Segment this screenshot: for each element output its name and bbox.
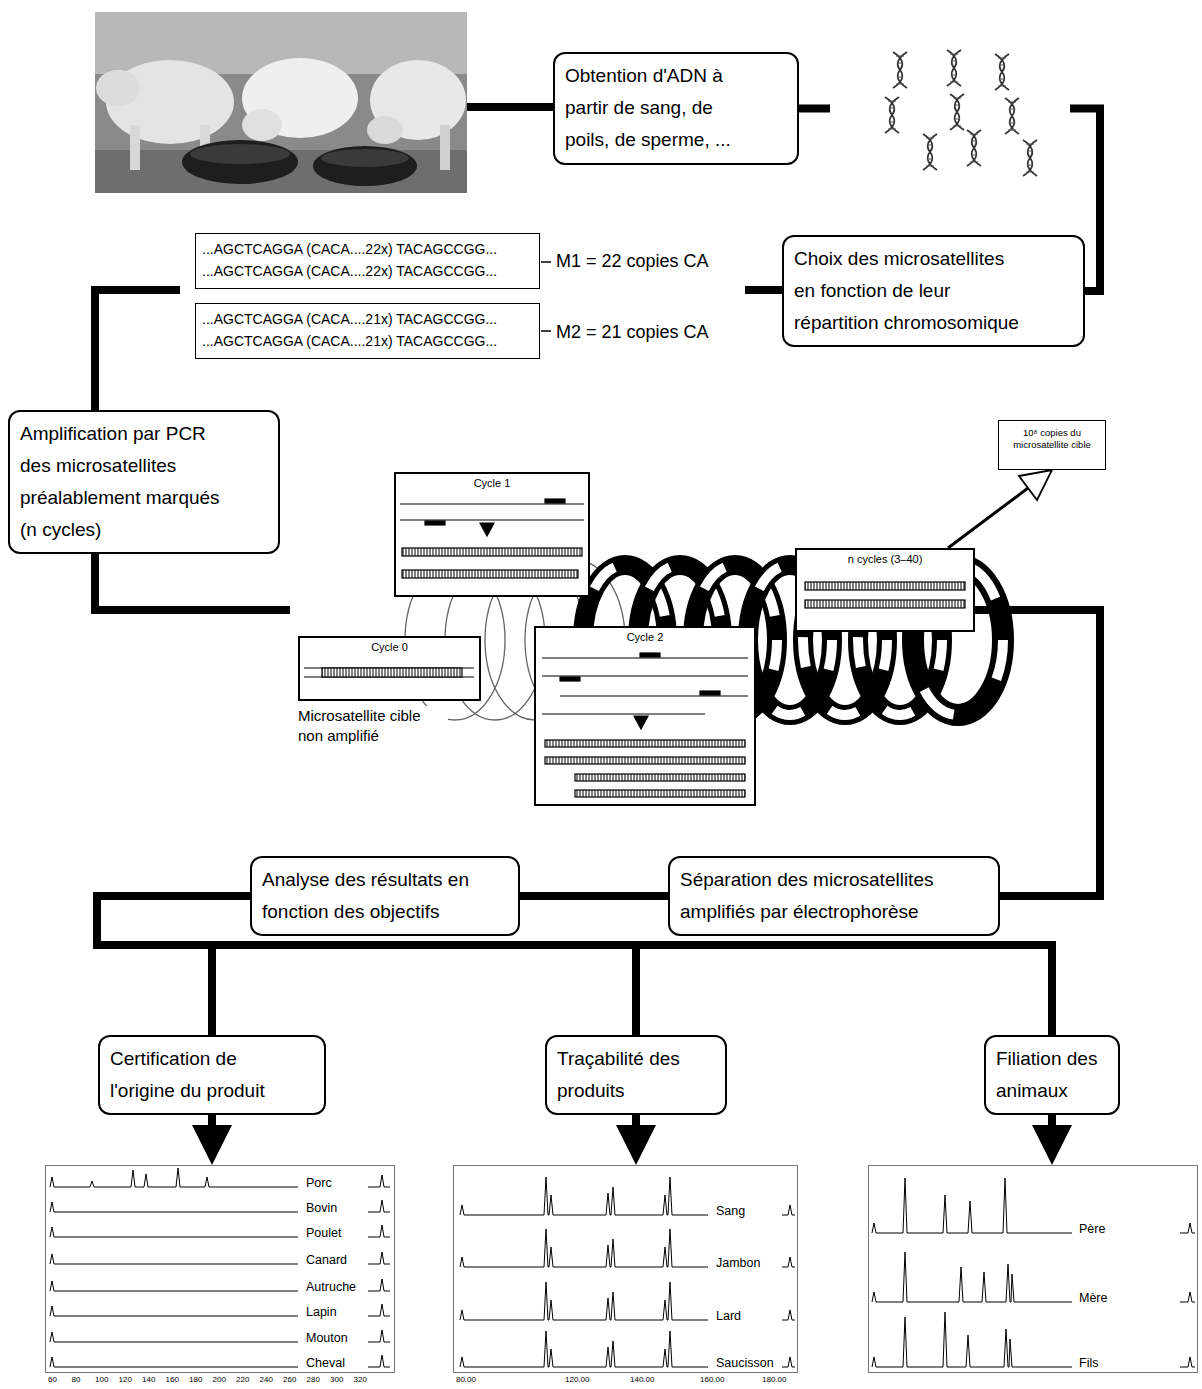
box-text: 10⁸ copies du microsatellite cible	[1003, 427, 1101, 451]
axis-tick: 180	[189, 1375, 202, 1385]
trace-label: Lard	[714, 1309, 743, 1324]
connector	[520, 892, 668, 900]
trace-label: Fils	[1077, 1356, 1100, 1371]
sequence-text: ...AGCTCAGGA (CACA....22x) TACAGCCGG...	[202, 260, 533, 282]
trace-label: Porc	[304, 1176, 334, 1191]
process-box: Filiation des animaux	[984, 1035, 1120, 1115]
chart-panel: PorcBovinPouletCanardAutrucheLapinMouton…	[45, 1165, 395, 1373]
axis-tick: 120.00	[565, 1375, 589, 1385]
box-text: Choix des microsatellites en fonction de…	[794, 243, 1028, 339]
cycle-box: n cycles (3–40)	[795, 548, 975, 632]
box-text: Amplification par PCR des microsatellite…	[20, 418, 230, 546]
trace-label: Cheval	[304, 1356, 347, 1371]
axis-tick: 240	[260, 1375, 273, 1385]
trace-label: Bovin	[304, 1201, 339, 1216]
trace-label: Saucisson	[714, 1356, 776, 1371]
connector	[975, 610, 1100, 896]
process-box: Analyse des résultats en fonction des ob…	[250, 856, 520, 936]
sequence-box: ...AGCTCAGGA (CACA....21x) TACAGCCGG....…	[195, 303, 540, 359]
axis-tick: 140	[142, 1375, 155, 1385]
axis-tick: 200	[213, 1375, 226, 1385]
connector	[948, 484, 1033, 548]
box-text: Traçabilité des produits	[557, 1043, 715, 1107]
axis-tick: 280	[307, 1375, 320, 1385]
axis-tick: 160.00	[700, 1375, 724, 1385]
allele-label: M1 = 22 copies CA	[556, 250, 709, 272]
connector	[632, 1115, 640, 1141]
dna-helix	[885, 50, 1037, 176]
cycle-title: Cycle 0	[304, 640, 475, 654]
axis-tick: 80.00	[456, 1375, 476, 1385]
connector	[1048, 1115, 1056, 1141]
cycle-box: Cycle 2	[534, 626, 756, 806]
box-text: Filiation des animaux	[996, 1043, 1108, 1107]
connector	[208, 1115, 216, 1141]
box-text: Analyse des résultats en fonction des ob…	[262, 864, 508, 928]
box-text: Séparation des microsatellites amplifiés…	[680, 864, 988, 928]
trace-label: Canard	[304, 1253, 349, 1268]
sequence-text: ...AGCTCAGGA (CACA....22x) TACAGCCGG...	[202, 238, 533, 260]
process-box: Certification de l'origine du produit	[98, 1035, 326, 1115]
trace-label: Sang	[714, 1204, 747, 1219]
sequence-text: ...AGCTCAGGA (CACA....21x) TACAGCCGG...	[202, 308, 533, 330]
cycle-box: Cycle 0	[298, 636, 481, 701]
process-box: Séparation des microsatellites amplifiés…	[668, 856, 1000, 936]
cycle-title: n cycles (3–40)	[801, 552, 969, 566]
trace-label: Autruche	[304, 1280, 358, 1295]
box-text: Obtention d'ADN à partir de sang, de poi…	[565, 60, 761, 156]
axis-tick: 300	[330, 1375, 343, 1385]
sequence-box: ...AGCTCAGGA (CACA....22x) TACAGCCGG....…	[195, 233, 540, 289]
axis-tick: 160	[166, 1375, 179, 1385]
trace-label: Jambon	[714, 1256, 762, 1271]
process-box: Traçabilité des produits	[545, 1035, 727, 1115]
axis-tick: 80	[72, 1375, 81, 1385]
trace-label: Lapin	[304, 1305, 339, 1320]
process-box: Choix des microsatellites en fonction de…	[782, 235, 1085, 347]
connector	[97, 896, 250, 1035]
cycle-title: Cycle 1	[400, 476, 584, 490]
leader-line	[541, 262, 551, 331]
dna-strand	[304, 499, 965, 797]
axis-tick: 220	[236, 1375, 249, 1385]
axis-tick: 140.00	[630, 1375, 654, 1385]
trace-label: Mouton	[304, 1331, 350, 1346]
axis-tick: 60	[48, 1375, 57, 1385]
cycle-box: Cycle 1	[394, 472, 590, 597]
cycle-title: Cycle 2	[540, 630, 750, 644]
process-box: Obtention d'ADN à partir de sang, de poi…	[553, 52, 799, 165]
sequence-text: ...AGCTCAGGA (CACA....21x) TACAGCCGG...	[202, 330, 533, 352]
trace-label: Poulet	[304, 1226, 343, 1241]
chart-panel: SangJambonLardSaucisson	[453, 1165, 798, 1373]
animal-photo	[95, 12, 467, 193]
axis-tick: 180.00	[762, 1375, 786, 1385]
axis-tick: 320	[354, 1375, 367, 1385]
allele-label: M2 = 21 copies CA	[556, 321, 709, 343]
result-box: 10⁸ copies du microsatellite cible	[998, 420, 1106, 470]
axis-tick: 260	[283, 1375, 296, 1385]
annotation-label: Microsatellite cible non amplifié	[298, 706, 448, 746]
axis-tick: 100	[95, 1375, 108, 1385]
trace-label: Père	[1077, 1222, 1107, 1237]
electropherogram-trace	[50, 1168, 1195, 1367]
trace-label: Mère	[1077, 1291, 1109, 1306]
box-text: Certification de l'origine du produit	[110, 1043, 298, 1107]
process-box: Amplification par PCR des microsatellite…	[8, 410, 280, 554]
chart-panel: PèreMèreFils	[868, 1165, 1198, 1373]
axis-tick: 120	[119, 1375, 132, 1385]
